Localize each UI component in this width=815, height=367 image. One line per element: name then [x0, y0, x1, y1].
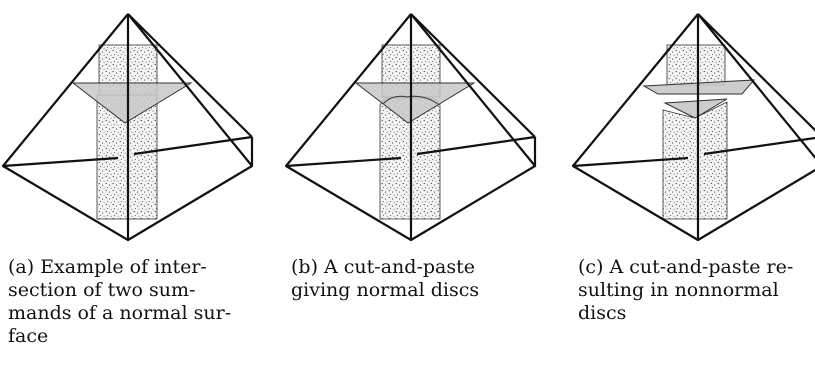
- lower-tube: [662, 101, 728, 220]
- tetrahedron-edges: [1, 13, 254, 242]
- tetrahedron-diagram-a: [1, 13, 254, 242]
- cut-curve: [382, 95, 439, 105]
- figure-b: (b) A cut-and-paste giving normal discs: [283, 0, 553, 367]
- figure-a: (a) Example of inter- section of two sum…: [0, 0, 270, 367]
- caption-b: (b) A cut-and-paste giving normal discs: [291, 256, 541, 302]
- triangle-disc: [354, 82, 476, 124]
- caption-line: sulting in nonnormal: [578, 279, 779, 301]
- triangle-disc: [71, 82, 193, 124]
- caption-line: mands of a normal sur-: [8, 302, 232, 324]
- tetrahedron-diagram-c: [571, 13, 815, 242]
- caption-line: discs: [578, 302, 627, 324]
- caption-line: (c) A cut-and-paste re-: [578, 256, 794, 278]
- caption-line: (b) A cut-and-paste: [291, 256, 475, 278]
- lower-triangle-cap: [663, 98, 728, 119]
- caption-line: (a) Example of inter-: [8, 256, 207, 278]
- upper-tube: [666, 44, 726, 86]
- tetrahedron-edges: [571, 13, 815, 242]
- caption-line: section of two sum-: [8, 279, 196, 301]
- caption-line: giving normal discs: [291, 279, 480, 301]
- caption-a: (a) Example of inter- section of two sum…: [8, 256, 261, 348]
- figure-c: (c) A cut-and-paste re- sulting in nonno…: [570, 0, 815, 367]
- tetrahedron-edges: [284, 13, 537, 242]
- tetrahedron-diagram-b: [284, 13, 537, 242]
- caption-c: (c) A cut-and-paste re- sulting in nonno…: [578, 256, 815, 325]
- caption-line: face: [8, 325, 49, 347]
